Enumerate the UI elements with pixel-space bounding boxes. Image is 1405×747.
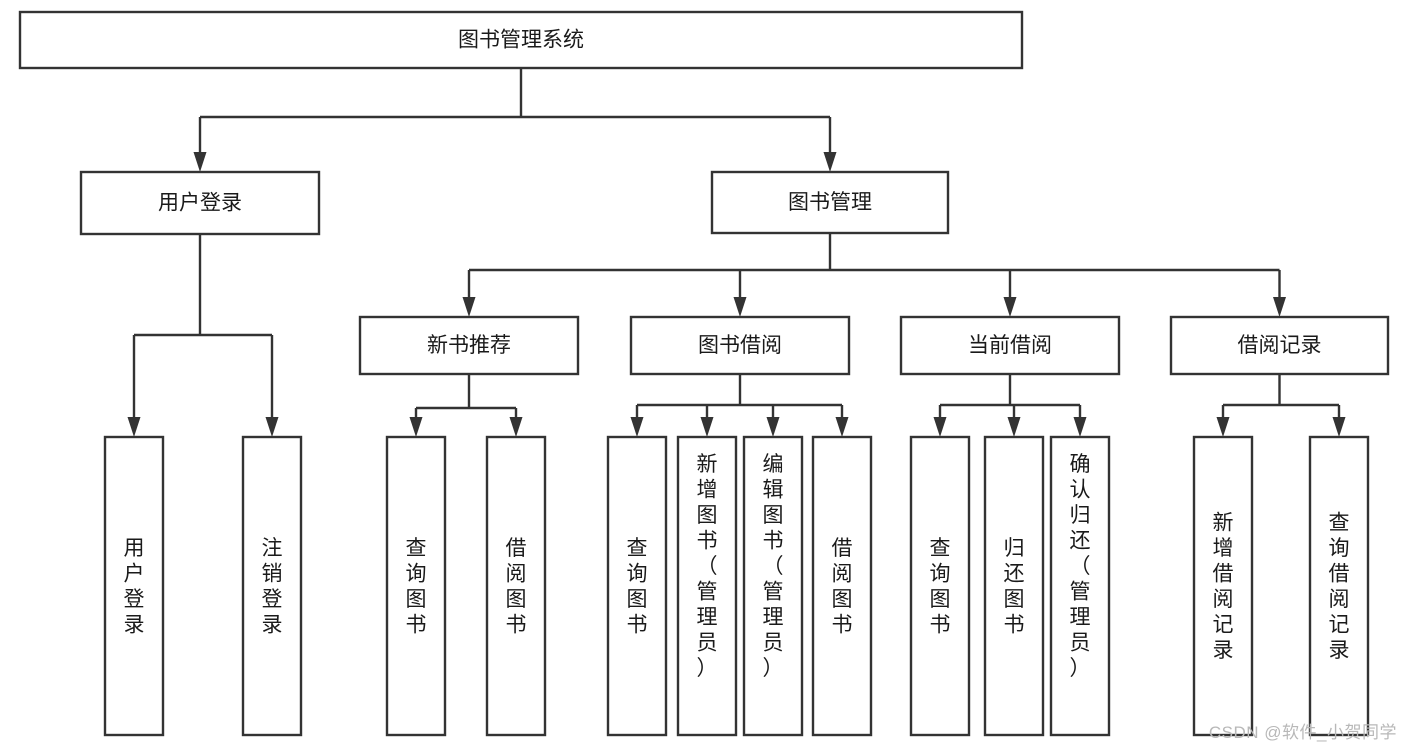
arrow-head-icon <box>700 417 714 437</box>
node-label-root: 图书管理系统 <box>458 29 584 52</box>
node-box-leaf-rec-add <box>1192 435 1254 737</box>
arrow-head-icon <box>409 417 423 437</box>
arrow-head-icon <box>1007 417 1021 437</box>
node-leaf-rec-borrow[interactable]: 借阅图书 <box>485 435 547 737</box>
node-leaf-rec-query[interactable]: 查询图书 <box>385 435 447 737</box>
node-label-current-borrow: 当前借阅 <box>968 334 1052 357</box>
node-box-root <box>18 10 1024 70</box>
node-box-leaf-borrow-edit <box>742 435 804 737</box>
arrow-head-icon <box>462 297 476 317</box>
node-leaf-rec-search[interactable]: 查询借阅记录 <box>1308 435 1370 737</box>
node-label-leaf-cur-confirm: 确认归还（管理员） <box>1070 453 1091 680</box>
node-current-borrow[interactable]: 当前借阅 <box>899 315 1121 376</box>
connector-group-current-borrow <box>933 374 1087 437</box>
node-label-leaf-borrow-edit: 编辑图书（管理员） <box>763 453 784 680</box>
node-label-leaf-cur-return: 归还图书 <box>1004 537 1025 637</box>
node-leaf-borrow-add[interactable]: 新增图书（管理员） <box>676 435 738 737</box>
node-label-book-borrow: 图书借阅 <box>698 334 782 357</box>
arrow-head-icon <box>1003 297 1017 317</box>
node-box-borrow-record <box>1169 315 1390 376</box>
csdn-watermark: CSDN @软件_小贺同学 <box>1208 723 1397 742</box>
node-box-leaf-rec-search <box>1308 435 1370 737</box>
node-label-book-manage: 图书管理 <box>788 191 872 214</box>
node-label-leaf-cur-query: 查询图书 <box>930 537 951 637</box>
node-leaf-user-login[interactable]: 用户登录 <box>103 435 165 737</box>
node-label-leaf-logout: 注销登录 <box>262 537 283 637</box>
arrow-head-icon <box>1073 417 1087 437</box>
node-box-leaf-borrow-query <box>606 435 668 737</box>
node-root[interactable]: 图书管理系统 <box>18 10 1024 70</box>
node-label-leaf-borrow-query: 查询图书 <box>627 537 648 637</box>
node-label-leaf-rec-borrow: 借阅图书 <box>506 537 527 637</box>
node-book-manage[interactable]: 图书管理 <box>710 170 950 235</box>
arrow-head-icon <box>733 297 747 317</box>
node-box-leaf-cur-confirm <box>1049 435 1111 737</box>
node-box-current-borrow <box>899 315 1121 376</box>
node-leaf-cur-confirm[interactable]: 确认归还（管理员） <box>1049 435 1111 737</box>
node-box-leaf-rec-borrow <box>485 435 547 737</box>
node-leaf-cur-return[interactable]: 归还图书 <box>983 435 1045 737</box>
node-leaf-logout[interactable]: 注销登录 <box>241 435 303 737</box>
node-box-leaf-borrow-add <box>676 435 738 737</box>
node-layer: 图书管理系统用户登录图书管理新书推荐图书借阅当前借阅借阅记录用户登录注销登录查询… <box>18 10 1390 737</box>
connector-group-book-borrow <box>630 374 849 437</box>
node-label-leaf-rec-search: 查询借阅记录 <box>1329 511 1350 662</box>
arrow-head-icon <box>509 417 523 437</box>
connector-group-book-manage <box>462 233 1286 317</box>
node-box-book-manage <box>710 170 950 235</box>
arrow-head-icon <box>766 417 780 437</box>
connector-layer <box>127 68 1346 437</box>
node-book-borrow[interactable]: 图书借阅 <box>629 315 851 376</box>
node-box-leaf-cur-query <box>909 435 971 737</box>
node-label-user-login: 用户登录 <box>158 192 242 215</box>
arrow-head-icon <box>630 417 644 437</box>
arrow-head-icon <box>1332 417 1346 437</box>
node-label-leaf-rec-add: 新增借阅记录 <box>1213 511 1234 662</box>
node-leaf-cur-query[interactable]: 查询图书 <box>909 435 971 737</box>
node-label-leaf-rec-query: 查询图书 <box>406 537 427 637</box>
node-leaf-borrow-query[interactable]: 查询图书 <box>606 435 668 737</box>
node-label-new-book-rec: 新书推荐 <box>427 334 511 357</box>
node-box-leaf-borrow-do <box>811 435 873 737</box>
node-new-book-rec[interactable]: 新书推荐 <box>358 315 580 376</box>
node-box-user-login <box>79 170 321 236</box>
arrow-head-icon <box>823 152 837 172</box>
arrow-head-icon <box>127 417 141 437</box>
node-leaf-borrow-edit[interactable]: 编辑图书（管理员） <box>742 435 804 737</box>
node-user-login[interactable]: 用户登录 <box>79 170 321 236</box>
node-label-borrow-record: 借阅记录 <box>1238 334 1322 357</box>
node-label-leaf-borrow-add: 新增图书（管理员） <box>697 453 718 680</box>
arrow-head-icon <box>193 152 207 172</box>
arrow-head-icon <box>1216 417 1230 437</box>
connector-group-new-book-rec <box>409 374 523 437</box>
arrow-head-icon <box>1273 297 1286 317</box>
connector-group-user-login <box>127 234 279 437</box>
node-box-new-book-rec <box>358 315 580 376</box>
node-box-leaf-rec-query <box>385 435 447 737</box>
node-label-leaf-borrow-do: 借阅图书 <box>832 537 853 637</box>
arrow-head-icon <box>835 417 849 437</box>
arrow-head-icon <box>933 417 947 437</box>
node-label-leaf-user-login: 用户登录 <box>124 537 145 637</box>
node-leaf-rec-add[interactable]: 新增借阅记录 <box>1192 435 1254 737</box>
node-box-leaf-cur-return <box>983 435 1045 737</box>
connector-group-borrow-record <box>1216 374 1346 437</box>
arrow-head-icon <box>265 417 279 437</box>
node-borrow-record[interactable]: 借阅记录 <box>1169 315 1390 376</box>
node-box-book-borrow <box>629 315 851 376</box>
node-box-leaf-logout <box>241 435 303 737</box>
connector-group-root <box>193 68 837 172</box>
node-box-leaf-user-login <box>103 435 165 737</box>
node-leaf-borrow-do[interactable]: 借阅图书 <box>811 435 873 737</box>
